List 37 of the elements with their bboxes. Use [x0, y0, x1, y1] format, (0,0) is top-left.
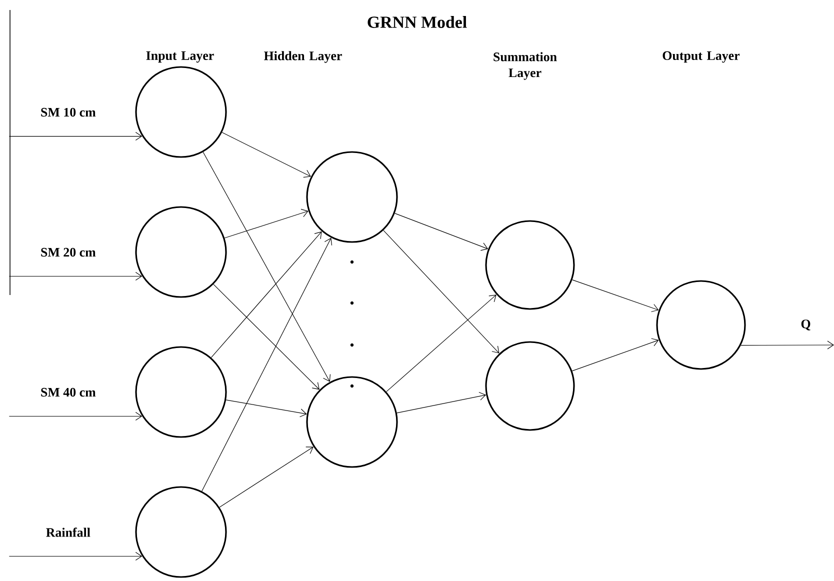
- arrow: [394, 213, 488, 251]
- arrow: [210, 231, 322, 358]
- neuron-circle: [485, 220, 575, 310]
- arrow: [213, 284, 320, 390]
- neuron-circle: [135, 346, 227, 438]
- arrow: [396, 392, 486, 414]
- title: GRNN Model: [368, 16, 467, 28]
- layer-label: Output Layer: [662, 51, 740, 63]
- input-label: SM 40 cm: [39, 386, 97, 398]
- layer-label: Hidden Layer: [264, 51, 342, 63]
- arrow: [383, 230, 500, 354]
- input-label: Rainfall: [44, 526, 92, 538]
- arrow: [202, 238, 332, 492]
- arrow: [219, 446, 314, 508]
- neuron-circle: [306, 376, 398, 468]
- neuron-circle: [485, 341, 575, 431]
- arrow: [226, 400, 307, 418]
- input-label: Q: [800, 318, 812, 332]
- arrow: [386, 294, 496, 392]
- arrow: [8, 552, 142, 561]
- arrow: [740, 340, 834, 350]
- arrow: [202, 152, 331, 382]
- arrow: [8, 412, 142, 421]
- arrow: [572, 280, 659, 312]
- arrow: [572, 338, 659, 372]
- neuron-circle: [135, 206, 227, 298]
- neuron-circle: [135, 66, 227, 158]
- arrow: [222, 132, 311, 178]
- input-label: SM 20 cm: [39, 246, 97, 258]
- arrow: [8, 132, 142, 141]
- neuron-circle: [656, 280, 746, 370]
- arrow: [224, 208, 308, 238]
- neuron-circle: [135, 486, 227, 578]
- neuron-circle: [306, 151, 398, 243]
- layer-label: Summation Layer: [494, 52, 557, 80]
- arrow: [8, 272, 142, 281]
- input-label: SM 10 cm: [39, 106, 97, 118]
